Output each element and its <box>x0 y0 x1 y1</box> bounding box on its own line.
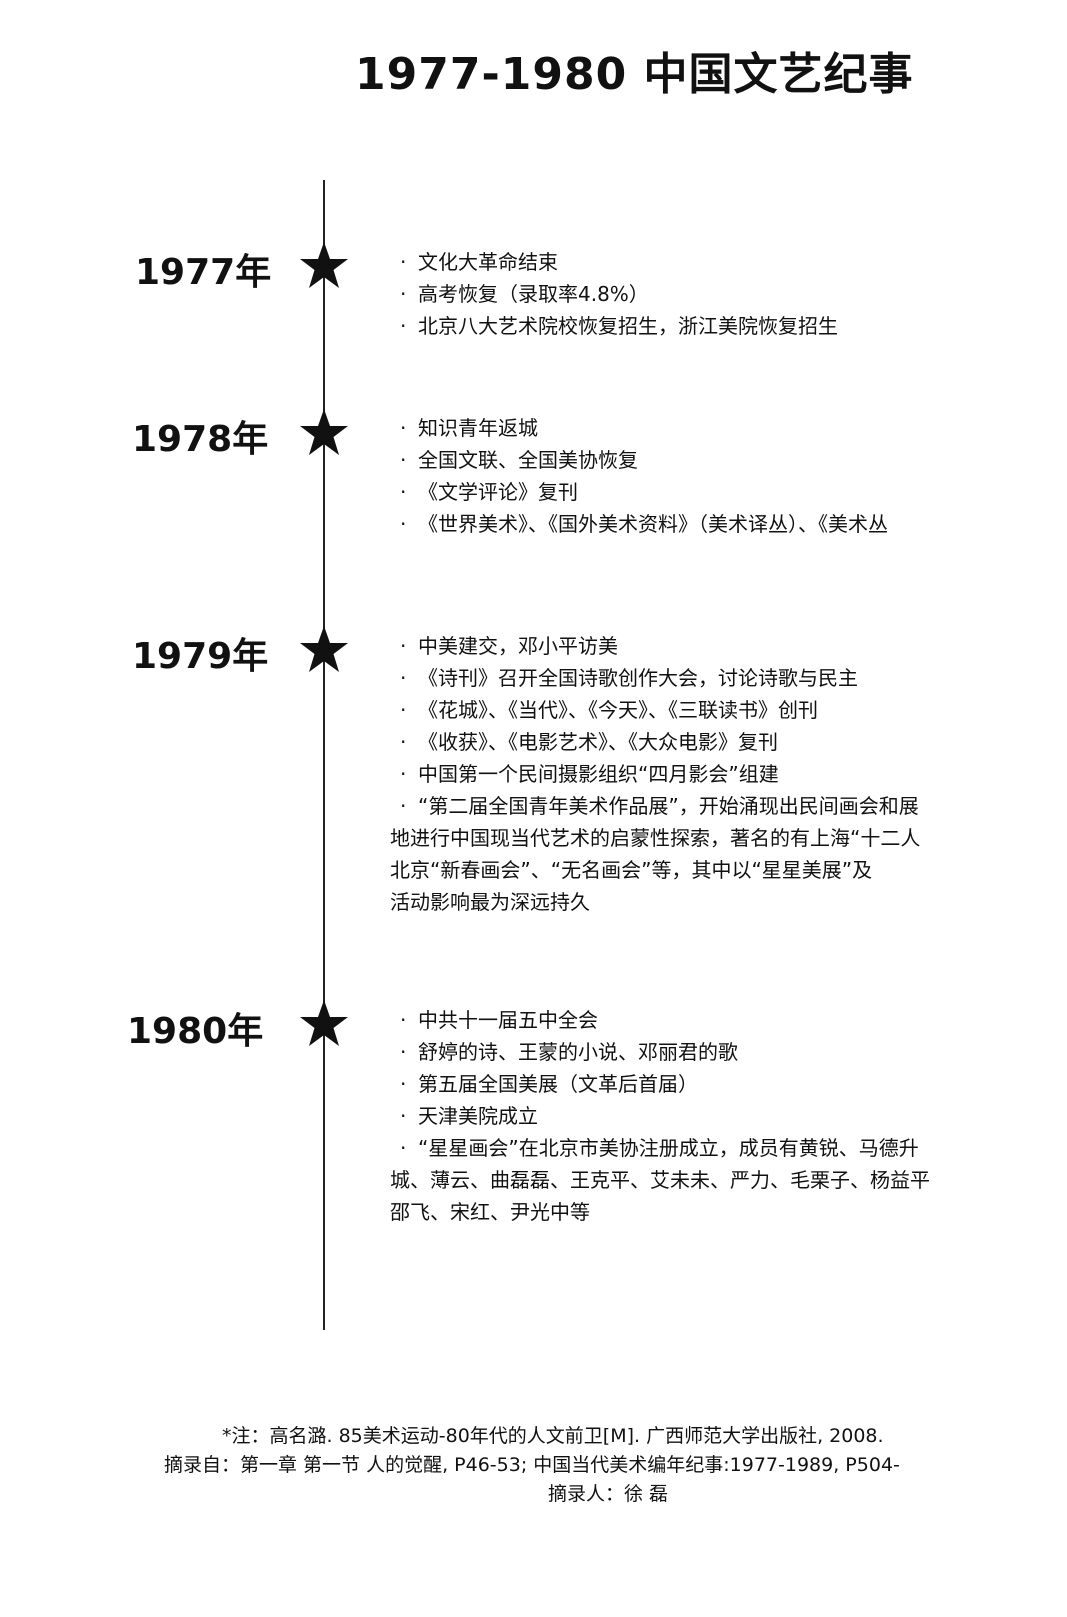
event-text: 《诗刊》召开全国诗歌创作大会，讨论诗歌与民主 <box>418 666 858 690</box>
list-item-continuation: 北京“新春画会”、“无名画会”等，其中以“星星美展”及 <box>390 858 873 882</box>
bullet: · <box>400 1136 407 1160</box>
list-item: · 高考恢复（录取率4.8%） <box>400 278 1067 310</box>
event-text: “第二届全国青年美术作品展”，开始涌现出民间画会和展 <box>418 794 919 818</box>
event-text: 《花城》、《当代》、《今天》、《三联读书》创刊 <box>418 698 818 722</box>
list-item: · 《诗刊》召开全国诗歌创作大会，讨论诗歌与民主 <box>400 662 1067 694</box>
bullet: · <box>400 762 407 786</box>
list-item: · 天津美院成立 <box>400 1100 1067 1132</box>
list-item: · 舒婷的诗、王蒙的小说、邓丽君的歌 <box>400 1036 1067 1068</box>
event-list-1979: · 中美建交，邓小平访美 · 《诗刊》召开全国诗歌创作大会，讨论诗歌与民主 · 《花城… <box>390 630 1067 918</box>
list-item: · 第五届全国美展（文革后首届） <box>400 1068 1067 1100</box>
event-text: 全国文联、全国美协恢复 <box>418 448 638 472</box>
bullet: · <box>400 730 407 754</box>
list-item: · 知识青年返城 <box>400 412 1067 444</box>
bullet: · <box>400 448 407 472</box>
bullet: · <box>400 1104 407 1128</box>
event-text: 中美建交，邓小平访美 <box>418 634 618 658</box>
event-text: 高考恢复（录取率4.8%） <box>418 282 649 306</box>
bullet: · <box>400 1008 407 1032</box>
event-list-1977: · 文化大革命结束 · 高考恢复（录取率4.8%） · 北京八大艺术院校恢复招生，浙江… <box>400 246 1067 342</box>
event-text: 天津美院成立 <box>418 1104 538 1128</box>
bullet: · <box>400 282 407 306</box>
star-icon <box>299 998 349 1048</box>
excerpted-by-line: 摘录人：徐 磊 <box>548 1483 669 1505</box>
year-label-1977: 1977年 <box>135 252 272 293</box>
list-item: · “星星画会”在北京市美协注册成立，成员有黄锐、马德升 <box>400 1132 1067 1164</box>
list-item: · 中美建交，邓小平访美 <box>400 630 1067 662</box>
list-item-continuation: 城、薄云、曲磊磊、王克平、艾未未、严力、毛栗子、杨益平 <box>390 1168 930 1192</box>
list-item: · 文化大革命结束 <box>400 246 1067 278</box>
list-item-continuation: 地进行中国现当代艺术的启蒙性探索，著名的有上海“十二人 <box>390 826 921 850</box>
event-list-1978: · 知识青年返城 · 全国文联、全国美协恢复 · 《文学评论》复刊 · 《世界美术》、《… <box>400 412 1067 540</box>
year-label-1978: 1978年 <box>132 419 269 460</box>
star-icon <box>299 240 349 290</box>
list-item: · 《世界美术》、《国外美术资料》（美术译丛）、《美术丛 <box>400 508 1067 540</box>
event-text: “星星画会”在北京市美协注册成立，成员有黄锐、马德升 <box>418 1136 919 1160</box>
event-text: 第五届全国美展（文革后首届） <box>418 1072 698 1096</box>
bullet: · <box>400 698 407 722</box>
star-icon <box>299 624 349 674</box>
list-item: · 中国第一个民间摄影组织“四月影会”组建 <box>400 758 1067 790</box>
year-label-1979: 1979年 <box>132 636 269 677</box>
bullet: · <box>400 512 407 536</box>
list-item-continuation: 活动影响最为深远持久 <box>390 890 590 914</box>
event-text: 中共十一届五中全会 <box>418 1008 598 1032</box>
bullet: · <box>400 666 407 690</box>
bullet: · <box>400 250 407 274</box>
bullet: · <box>400 794 407 818</box>
timeline-axis <box>323 180 325 1330</box>
event-text: 文化大革命结束 <box>418 250 558 274</box>
source-notes: *注：高名潞. 85美术运动-80年代的人文前卫[M]. 广西师范大学出版社, … <box>0 1422 1067 1509</box>
bullet: · <box>400 314 407 338</box>
list-item: · 中共十一届五中全会 <box>400 1004 1067 1036</box>
event-text: 《收获》、《电影艺术》、《大众电影》复刊 <box>418 730 778 754</box>
bullet: · <box>400 480 407 504</box>
event-text: 中国第一个民间摄影组织“四月影会”组建 <box>418 762 779 786</box>
list-item: · 《花城》、《当代》、《今天》、《三联读书》创刊 <box>400 694 1067 726</box>
event-text: 北京八大艺术院校恢复招生，浙江美院恢复招生 <box>418 314 838 338</box>
list-item: · 《文学评论》复刊 <box>400 476 1067 508</box>
event-list-1980: · 中共十一届五中全会 · 舒婷的诗、王蒙的小说、邓丽君的歌 · 第五届全国美展（文革… <box>390 1004 1067 1228</box>
event-text: 《世界美术》、《国外美术资料》（美术译丛）、《美术丛 <box>418 512 888 536</box>
list-item-continuation: 邵飞、宋红、尹光中等 <box>390 1200 590 1224</box>
bullet: · <box>400 634 407 658</box>
bullet: · <box>400 1072 407 1096</box>
page-title: 1977-1980 中国文艺纪事 <box>355 49 914 100</box>
bullet: · <box>400 416 407 440</box>
event-text: 知识青年返城 <box>418 416 538 440</box>
list-item: · “第二届全国青年美术作品展”，开始涌现出民间画会和展 <box>400 790 1067 822</box>
event-text: 舒婷的诗、王蒙的小说、邓丽君的歌 <box>418 1040 738 1064</box>
year-label-1980: 1980年 <box>127 1011 264 1052</box>
list-item: · 全国文联、全国美协恢复 <box>400 444 1067 476</box>
star-icon <box>299 407 349 457</box>
excerpt-source-line: 摘录自：第一章 第一节 人的觉醒, P46-53; 中国当代美术编年纪事:197… <box>164 1454 900 1476</box>
event-text: 《文学评论》复刊 <box>418 480 578 504</box>
citation-line: *注：高名潞. 85美术运动-80年代的人文前卫[M]. 广西师范大学出版社, … <box>222 1425 884 1447</box>
bullet: · <box>400 1040 407 1064</box>
list-item: · 北京八大艺术院校恢复招生，浙江美院恢复招生 <box>400 310 1067 342</box>
list-item: · 《收获》、《电影艺术》、《大众电影》复刊 <box>400 726 1067 758</box>
